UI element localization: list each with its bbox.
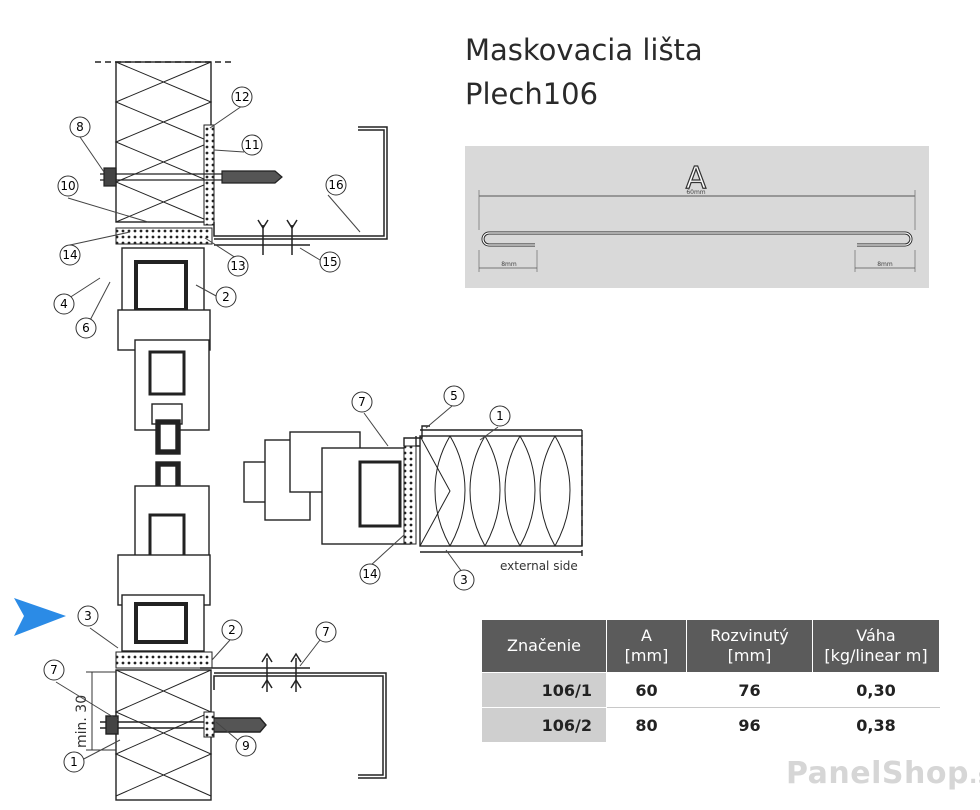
profile-svg: A 60mm 8mm 8mm xyxy=(478,160,916,272)
svg-text:9: 9 xyxy=(242,739,250,753)
svg-text:3: 3 xyxy=(460,573,468,587)
screw-upper xyxy=(100,167,283,187)
callout-3-low: 3 xyxy=(77,605,99,627)
callout-1-mid: 1 xyxy=(489,405,511,427)
cell-a: 60 xyxy=(606,672,687,708)
cell-weight: 0,38 xyxy=(812,707,940,743)
callout-13: 13 xyxy=(227,255,249,277)
svg-text:4: 4 xyxy=(60,297,68,311)
cell-developed: 76 xyxy=(686,672,813,708)
callout-6: 6 xyxy=(75,317,97,339)
svg-text:3: 3 xyxy=(84,609,92,623)
callout-16: 16 xyxy=(325,174,347,196)
svg-text:7: 7 xyxy=(322,625,330,639)
external-side-label: external side xyxy=(500,559,578,573)
svg-text:12: 12 xyxy=(234,90,249,104)
callout-15: 15 xyxy=(319,251,341,273)
callout-9: 9 xyxy=(235,735,257,757)
cell-code: 106/2 xyxy=(481,707,607,743)
lower-window-frame xyxy=(117,461,211,652)
horizontal-wall-panel xyxy=(419,429,583,556)
spec-table: Značenie A[mm] Rozvinutý[mm] Váha[kg/lin… xyxy=(481,619,940,743)
svg-text:1: 1 xyxy=(70,755,78,769)
dimension-min30 xyxy=(86,671,116,751)
callout-14-mid: 14 xyxy=(359,563,381,585)
sealing-band-bottom xyxy=(115,651,213,669)
callout-3-mid: 3 xyxy=(453,569,475,591)
svg-text:8: 8 xyxy=(76,120,84,134)
header-weight: Váha[kg/linear m] xyxy=(812,619,940,673)
svg-text:11: 11 xyxy=(244,138,259,152)
svg-text:14: 14 xyxy=(62,248,77,262)
svg-text:7: 7 xyxy=(358,395,366,409)
callout-12: 12 xyxy=(231,86,253,108)
callout-7-left: 7 xyxy=(43,659,65,681)
table-header-row: Značenie A[mm] Rozvinutý[mm] Váha[kg/lin… xyxy=(481,619,940,673)
right-return-label: 8mm xyxy=(877,261,893,268)
callout-2-low: 2 xyxy=(221,619,243,641)
callout-14-top: 14 xyxy=(59,244,81,266)
brand-watermark: PanelShop.sk xyxy=(786,756,980,791)
dim-a-label: A xyxy=(686,161,707,196)
callout-4: 4 xyxy=(53,293,75,315)
upper-wall-panel xyxy=(95,61,235,226)
svg-text:7: 7 xyxy=(50,663,58,677)
cell-code: 106/1 xyxy=(481,672,607,708)
sealing-band-top xyxy=(115,227,213,245)
callout-5: 5 xyxy=(443,385,465,407)
svg-text:2: 2 xyxy=(228,623,236,637)
table-row: 106/2 80 96 0,38 xyxy=(481,707,940,743)
header-designation: Značenie xyxy=(481,619,607,673)
horizontal-section xyxy=(243,425,430,545)
pointer-arrow-icon xyxy=(14,598,66,636)
upper-window-frame xyxy=(117,247,211,455)
flashing-top xyxy=(213,126,388,255)
product-title: Maskovacia lišta xyxy=(465,33,703,67)
cell-developed: 96 xyxy=(686,707,813,743)
svg-text:16: 16 xyxy=(328,178,343,192)
min30-label: min. 30 xyxy=(74,695,90,748)
callout-8: 8 xyxy=(69,116,91,138)
callout-markers: 8 12 11 10 16 14 13 15 4 6 2 7 5 1 14 3 … xyxy=(43,86,511,773)
callout-7-mid: 7 xyxy=(351,391,373,413)
profile-drawing: A 60mm 8mm 8mm xyxy=(465,146,929,288)
svg-text:5: 5 xyxy=(450,389,458,403)
svg-text:2: 2 xyxy=(222,290,230,304)
callout-10: 10 xyxy=(57,175,79,197)
callout-leaders xyxy=(55,105,499,763)
lower-wall-panel xyxy=(100,669,267,801)
svg-text:15: 15 xyxy=(322,255,337,269)
svg-text:6: 6 xyxy=(82,321,90,335)
cell-a: 80 xyxy=(606,707,687,743)
svg-text:10: 10 xyxy=(60,179,75,193)
header-a: A[mm] xyxy=(606,619,687,673)
table-row: 106/1 60 76 0,30 xyxy=(481,672,940,708)
callout-11: 11 xyxy=(241,134,263,156)
left-return-label: 8mm xyxy=(501,261,517,268)
svg-text:14: 14 xyxy=(362,567,377,581)
overall-dim-label: 60mm xyxy=(686,189,705,196)
header-developed: Rozvinutý[mm] xyxy=(686,619,813,673)
svg-text:13: 13 xyxy=(230,259,245,273)
flashing-bottom xyxy=(200,652,387,779)
product-code: Plech106 xyxy=(465,77,599,111)
callout-1-low: 1 xyxy=(63,751,85,773)
svg-text:1: 1 xyxy=(496,409,504,423)
cell-weight: 0,30 xyxy=(812,672,940,708)
callout-2-top: 2 xyxy=(215,286,237,308)
callout-7-low: 7 xyxy=(315,621,337,643)
